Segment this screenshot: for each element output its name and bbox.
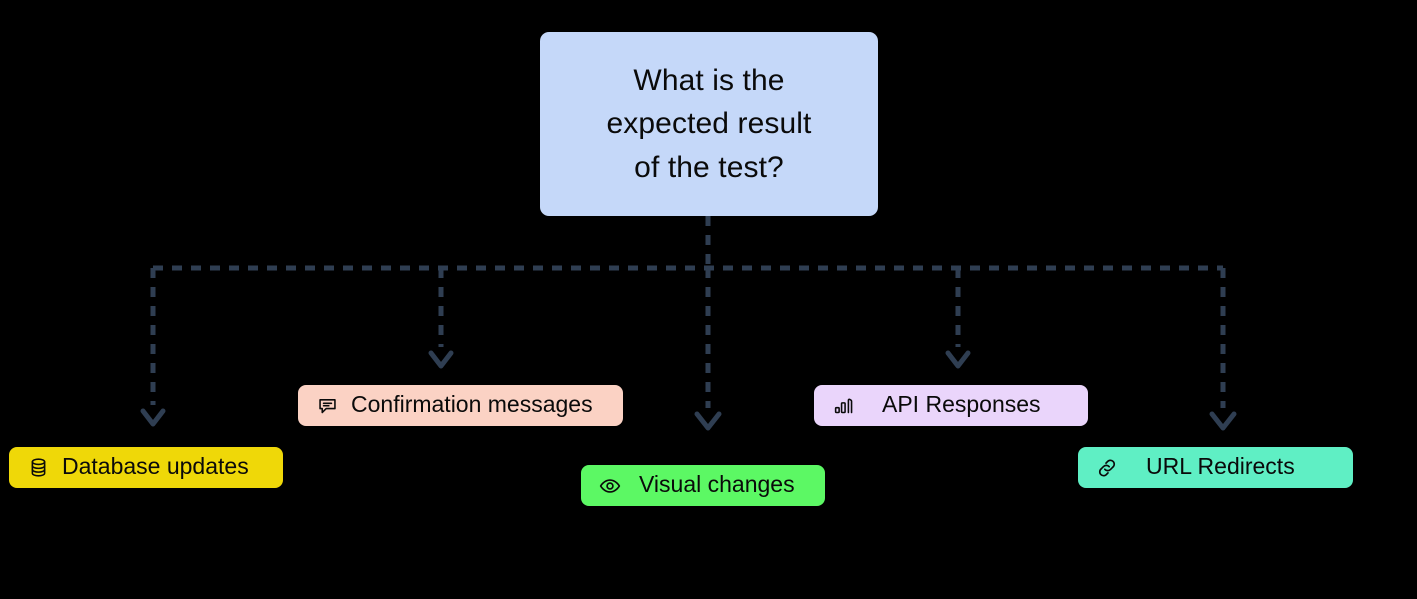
message-icon [314, 393, 340, 419]
leaf-label-url-redirects: URL Redirects [1146, 453, 1295, 479]
leaf-node-database-updates[interactable]: Database updates [9, 447, 283, 488]
arrowhead-confirm [428, 350, 454, 369]
arrowhead-api [945, 350, 971, 369]
leaf-label-api-responses: API Responses [882, 391, 1041, 417]
leaf-node-api-responses[interactable]: API Responses [814, 385, 1088, 426]
leaf-node-url-redirects[interactable]: URL Redirects [1078, 447, 1353, 488]
leaf-node-visual-changes[interactable]: Visual changes [581, 465, 825, 506]
leaf-node-confirmation-messages[interactable]: Confirmation messages [298, 385, 623, 426]
leaf-label-visual-changes: Visual changes [639, 471, 795, 497]
root-question-label: What is the expected result of the test? [606, 63, 812, 184]
arrowhead-url [1209, 411, 1237, 431]
leaf-label-database-updates: Database updates [62, 453, 249, 479]
arrowhead-visual [694, 411, 722, 431]
database-icon [25, 455, 51, 481]
link-icon [1094, 455, 1120, 481]
arrowhead-database [140, 408, 166, 427]
eye-icon [597, 473, 623, 499]
leaf-label-confirmation-messages: Confirmation messages [351, 391, 593, 417]
bar-chart-icon [830, 393, 856, 419]
root-question-node[interactable]: What is the expected result of the test? [540, 32, 878, 216]
